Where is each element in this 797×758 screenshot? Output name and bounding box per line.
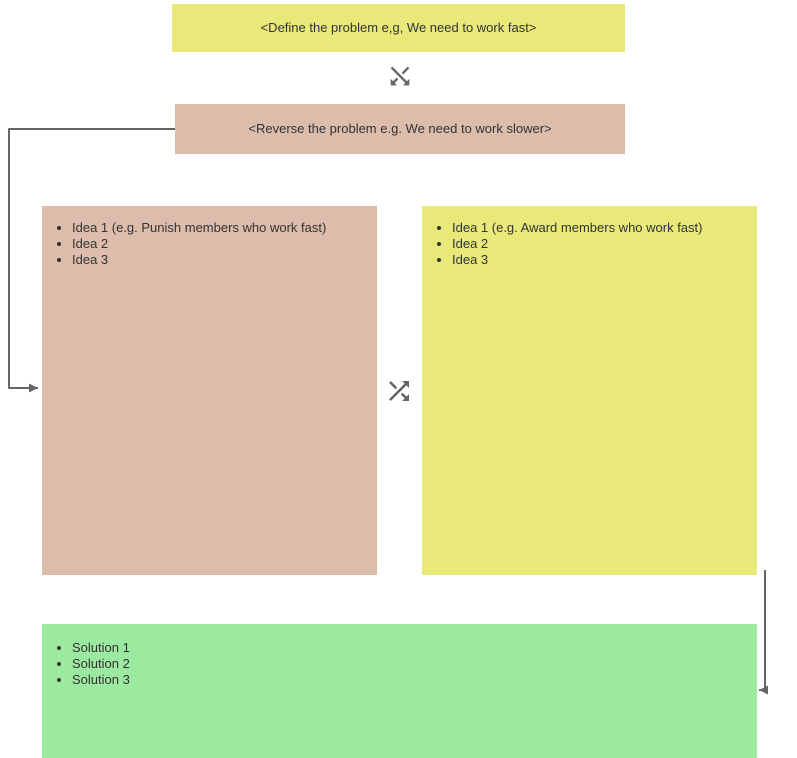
connector-right-ideas-to-solutions [759,570,768,695]
shuffle-icon-glyph [389,381,409,401]
shuffle-vertical-icon [386,62,414,90]
list-item: Solution 1 [72,640,749,656]
define-problem-box: <Define the problem e,g, We need to work… [172,4,625,52]
list-item: Idea 2 [72,236,369,252]
define-problem-label: <Define the problem e,g, We need to work… [260,20,537,35]
solutions-box: Solution 1 Solution 2 Solution 3 [42,624,757,758]
list-item: Solution 3 [72,672,749,688]
positive-ideas-box: Idea 1 (e.g. Award members who work fast… [422,206,757,575]
shuffle-icon-glyph [390,66,410,86]
list-item: Idea 2 [452,236,749,252]
positive-ideas-list: Idea 1 (e.g. Award members who work fast… [430,220,749,268]
shuffle-horizontal-icon [384,376,414,406]
solutions-list: Solution 1 Solution 2 Solution 3 [50,640,749,688]
reversed-ideas-list: Idea 1 (e.g. Punish members who work fas… [50,220,369,268]
reversed-ideas-box: Idea 1 (e.g. Punish members who work fas… [42,206,377,575]
list-item: Solution 2 [72,656,749,672]
list-item: Idea 1 (e.g. Punish members who work fas… [72,220,369,236]
list-item: Idea 3 [452,252,749,268]
reverse-problem-label: <Reverse the problem e.g. We need to wor… [248,121,552,136]
list-item: Idea 3 [72,252,369,268]
list-item: Idea 1 (e.g. Award members who work fast… [452,220,749,236]
reverse-problem-box: <Reverse the problem e.g. We need to wor… [175,104,625,154]
